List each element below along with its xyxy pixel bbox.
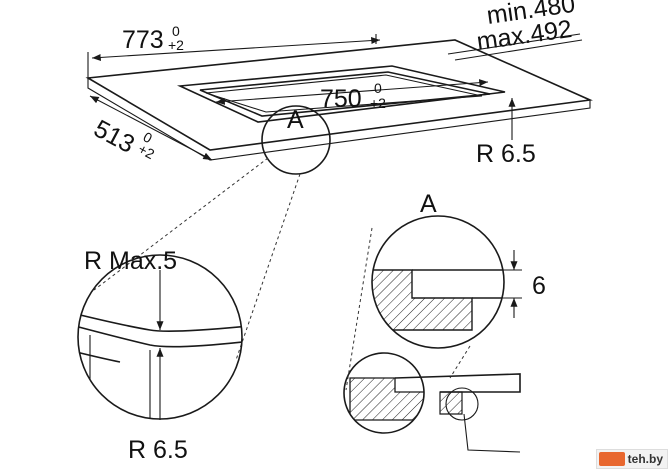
label-rmax5: R Max.5 <box>84 247 177 275</box>
dim-773-line <box>91 37 381 61</box>
detail-circle-a <box>261 105 331 175</box>
label-6: 6 <box>532 272 546 300</box>
label-r65-bottom: R 6.5 <box>128 436 188 464</box>
section-detail-a <box>343 215 522 453</box>
dim-750-line <box>215 79 489 105</box>
label-773: 773 <box>122 26 164 54</box>
label-513: 513 <box>89 115 139 159</box>
label-750-tol-bottom: +2 <box>370 95 386 111</box>
hob-plate-section <box>394 373 521 393</box>
worktop-section-hatched <box>372 269 473 331</box>
countertop-edge <box>87 78 591 161</box>
corner-magnified-view <box>77 254 243 420</box>
label-r65-top: R 6.5 <box>476 140 536 168</box>
countertop-cutout <box>85 33 593 175</box>
label-773-tol-bottom: +2 <box>168 37 184 53</box>
label-detail-a-top: A <box>287 106 304 134</box>
label-750-tol-top: 0 <box>374 80 382 96</box>
small-detail-circle <box>445 387 479 421</box>
dim-513-line <box>89 95 213 161</box>
watermark-text: teh.by <box>627 452 663 466</box>
label-750: 750 <box>320 85 362 113</box>
watermark-logo-icon <box>598 452 625 466</box>
detail-projection-lines <box>93 157 301 361</box>
cutout-frame-outer <box>176 65 506 123</box>
dim-480-line <box>447 33 581 55</box>
watermark-badge: teh.by <box>595 449 668 469</box>
dimension-labels: 773 0 +2 min.480 max.492 750 0 +2 513 0 … <box>84 0 577 464</box>
label-773-tol-top: 0 <box>172 23 180 39</box>
label-detail-a-section: A <box>420 190 437 218</box>
cutout-frame-inner <box>199 71 491 117</box>
label-513-tol-bottom: +2 <box>136 141 158 163</box>
